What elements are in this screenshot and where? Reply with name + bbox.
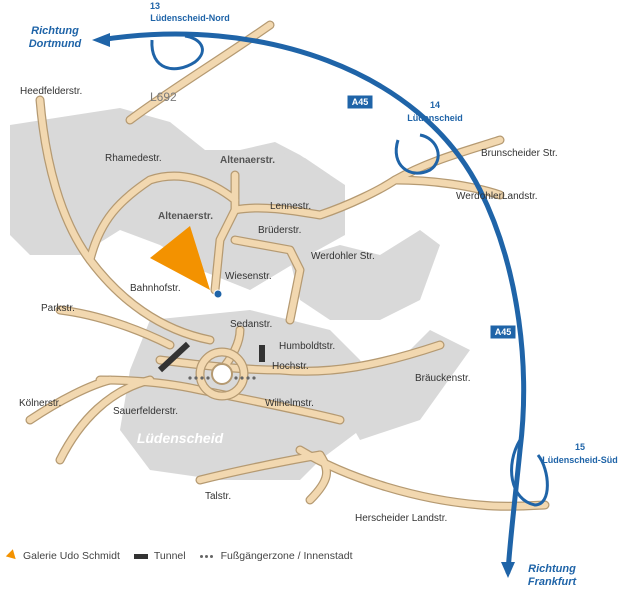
exit-13-number: 13 bbox=[150, 1, 160, 11]
roundabout bbox=[211, 363, 233, 385]
legend-gallery: Galerie Udo Schmidt bbox=[5, 549, 120, 563]
street-park: Parkstr. bbox=[41, 303, 75, 314]
street-tal: Talstr. bbox=[205, 491, 231, 502]
direction-frankfurt-2: Frankfurt bbox=[528, 576, 578, 588]
svg-text:A45: A45 bbox=[352, 97, 369, 107]
legend: Galerie Udo Schmidt Tunnel Fußgängerzone… bbox=[5, 549, 367, 563]
road-l692-fill bbox=[126, 21, 274, 124]
street-werdohler: Werdohler Str. bbox=[311, 251, 375, 262]
street-braeucken: Bräuckenstr. bbox=[415, 373, 471, 384]
exit-15-loop bbox=[510, 439, 549, 507]
street-brueder: Brüderstr. bbox=[258, 225, 301, 236]
gallery-marker bbox=[150, 226, 210, 290]
street-rhamede: Rhamedestr. bbox=[105, 153, 162, 164]
city-label: Lüdenscheid bbox=[137, 430, 224, 446]
street-altenaer-mid: Altenaerstr. bbox=[158, 211, 213, 222]
street-koelner: Kölnerstr. bbox=[19, 398, 61, 409]
arrow-south bbox=[501, 562, 515, 578]
street-lenne: Lennestr. bbox=[270, 201, 311, 212]
exit-14-loop bbox=[394, 133, 440, 175]
street-sedan: Sedanstr. bbox=[230, 319, 272, 330]
exit-13-loop bbox=[150, 34, 204, 71]
a45-shield-top: A45 bbox=[346, 94, 374, 110]
street-werdohler-land: WerdohlerLandstr. bbox=[456, 191, 538, 202]
tunnel-icon bbox=[133, 553, 148, 559]
legend-pedestrian: Fußgängerzone / Innenstadt bbox=[199, 550, 353, 562]
orange-arrow-icon bbox=[5, 549, 20, 563]
arrow-north bbox=[92, 33, 110, 47]
street-hoch: Hochstr. bbox=[272, 361, 309, 372]
exit-13-name: Lüdenscheid-Nord bbox=[150, 13, 230, 23]
street-wiesen: Wiesenstr. bbox=[225, 271, 272, 282]
direction-frankfurt-1: Richtung bbox=[528, 563, 576, 575]
pedestrian-zone bbox=[188, 376, 256, 380]
road-l692-label: L692 bbox=[150, 90, 177, 104]
street-bahnhof: Bahnhofstr. bbox=[130, 283, 181, 294]
a45-shield-bottom: A45 bbox=[489, 324, 517, 340]
direction-dortmund-1: Richtung bbox=[31, 25, 79, 37]
street-heedfelder: Heedfelderstr. bbox=[20, 86, 82, 97]
legend-pedestrian-label: Fußgängerzone / Innenstadt bbox=[220, 550, 353, 562]
tunnels bbox=[157, 341, 265, 373]
exit-15-number: 15 bbox=[575, 442, 585, 452]
street-brunscheider: Brunscheider Str. bbox=[481, 148, 558, 159]
exit-14-number: 14 bbox=[430, 100, 440, 110]
svg-text:A45: A45 bbox=[495, 327, 512, 337]
street-herscheider: Herscheider Landstr. bbox=[355, 513, 447, 524]
exit-14-name: Lüdenscheid bbox=[407, 113, 463, 123]
legend-gallery-label: Galerie Udo Schmidt bbox=[23, 550, 120, 562]
street-sauerfelder: Sauerfelderstr. bbox=[113, 406, 178, 417]
dotted-line-icon bbox=[199, 554, 215, 558]
street-humboldt: Humboldtstr. bbox=[279, 341, 335, 352]
gallery-location bbox=[213, 289, 223, 299]
legend-tunnel-label: Tunnel bbox=[153, 550, 186, 562]
legend-tunnel: Tunnel bbox=[133, 550, 186, 562]
street-wilhelm: Wilhelmstr. bbox=[265, 398, 314, 409]
exit-15-name: Lüdenscheid-Süd bbox=[542, 455, 618, 465]
city-center-ring-fill bbox=[196, 348, 248, 400]
street-altenaer-top: Altenaerstr. bbox=[220, 155, 275, 166]
direction-dortmund-2: Dortmund bbox=[29, 38, 82, 50]
